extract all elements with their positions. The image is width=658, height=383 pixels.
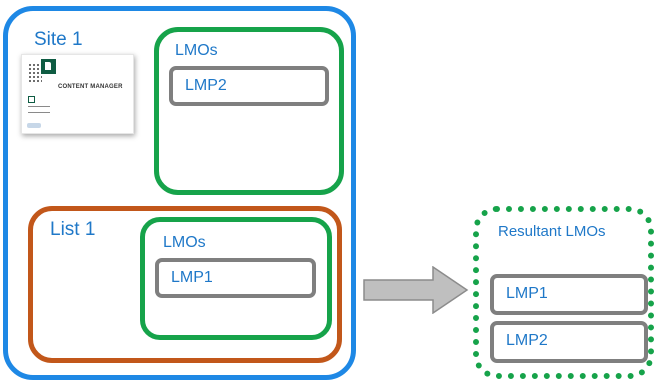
right-arrow-icon [363,266,469,314]
list-container [28,206,342,363]
resultant-lmp-label: LMP2 [506,332,548,349]
logo-text: CONTENT MANAGER [58,84,123,90]
site-label: Site 1 [34,29,83,50]
resultant-lmp-item: LMP2 [490,321,648,363]
site-container [3,6,356,380]
resultant-lmp-item: LMP1 [490,274,648,315]
resultant-lmp-label: LMP1 [506,285,548,302]
list-lmp-label: LMP1 [171,269,213,286]
list-lmos-container [140,217,332,340]
list-lmp-item: LMP1 [155,258,316,298]
content-manager-logo-icon: CONTENT MANAGER [21,54,134,134]
site-lmp-item: LMP2 [169,66,329,106]
logo-footer-mark [27,123,41,128]
logo-dot-grid [28,63,42,83]
resultant-lmos-label: Resultant LMOs [498,223,606,240]
site-lmp-label: LMP2 [185,77,227,94]
site-lmos-label: LMOs [175,42,218,59]
logo-mark [41,59,56,74]
logo-lines [28,106,50,113]
site-lmos-container [154,27,344,195]
list-lmos-label: LMOs [163,234,206,251]
logo-small-mark [28,96,35,103]
list-label: List 1 [50,219,96,240]
resultant-lmos-container [473,206,654,379]
